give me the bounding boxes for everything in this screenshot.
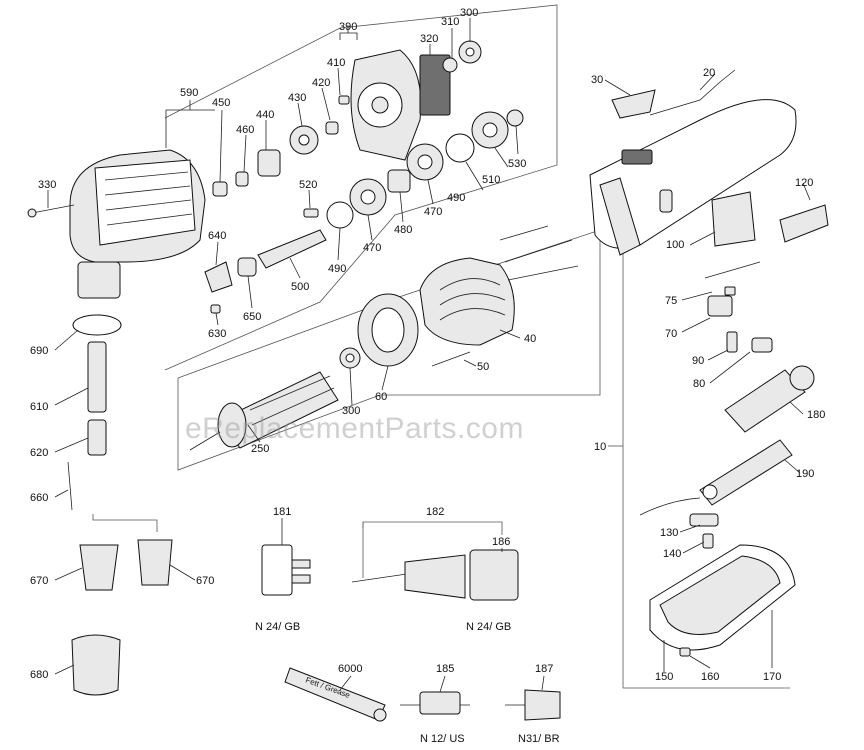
callout-150: 150 bbox=[655, 671, 673, 683]
callout-185: 185 bbox=[436, 663, 454, 675]
part-gear-head-590 bbox=[69, 149, 206, 299]
part-spindle-500 bbox=[204, 229, 327, 314]
part-fan-ring-60 bbox=[339, 293, 419, 369]
part-armature-250 bbox=[189, 371, 339, 451]
part-small-gearbox-items bbox=[212, 95, 350, 197]
callout-30: 30 bbox=[591, 74, 603, 86]
callout-650: 650 bbox=[243, 311, 261, 323]
callout-440: 440 bbox=[256, 109, 274, 121]
part-screw-330 bbox=[27, 204, 75, 218]
callout-500: 500 bbox=[291, 281, 309, 293]
callout-480: 480 bbox=[394, 224, 412, 236]
callout-20: 20 bbox=[703, 67, 715, 79]
callout-610: 610 bbox=[30, 401, 48, 413]
variant-label-n24-gb-plug: N 24/ GB bbox=[255, 621, 300, 633]
callout-490-upper: 490 bbox=[447, 192, 465, 204]
part-chuck-parts bbox=[67, 314, 173, 696]
callout-182: 182 bbox=[426, 506, 444, 518]
callout-640: 640 bbox=[208, 230, 226, 242]
callout-75: 75 bbox=[665, 295, 677, 307]
callout-80: 80 bbox=[693, 378, 705, 390]
callout-310: 310 bbox=[441, 16, 459, 28]
callout-510: 510 bbox=[482, 174, 500, 186]
part-handle-shell-150 bbox=[649, 544, 796, 657]
callout-670-left: 670 bbox=[30, 575, 48, 587]
callout-300-lower: 300 bbox=[342, 405, 360, 417]
callout-50: 50 bbox=[477, 361, 489, 373]
callout-330: 330 bbox=[38, 179, 56, 191]
callout-490-lower: 490 bbox=[328, 263, 346, 275]
callout-620: 620 bbox=[30, 447, 48, 459]
leader-lines bbox=[47, 18, 811, 693]
callout-10: 10 bbox=[594, 441, 606, 453]
part-adapters bbox=[261, 544, 561, 722]
watermark-text: eReplacementParts.com bbox=[185, 412, 524, 445]
part-motor-housing bbox=[589, 69, 797, 256]
variant-label-n24-gb-coupler: N 24/ GB bbox=[466, 621, 511, 633]
variant-labels: N 24/ GB N 24/ GB N 12/ US N31/ BR bbox=[255, 621, 560, 745]
part-gear-housing-390 bbox=[350, 49, 422, 161]
callout-100: 100 bbox=[666, 239, 684, 251]
callout-190: 190 bbox=[796, 468, 814, 480]
callout-470-lower: 470 bbox=[363, 242, 381, 254]
callout-420: 420 bbox=[312, 77, 330, 89]
callout-590: 590 bbox=[180, 87, 198, 99]
callout-70: 70 bbox=[665, 328, 677, 340]
callout-430: 430 bbox=[288, 92, 306, 104]
callout-170: 170 bbox=[763, 671, 781, 683]
callout-140: 140 bbox=[663, 548, 681, 560]
callout-530: 530 bbox=[508, 158, 526, 170]
callout-470-upper: 470 bbox=[424, 206, 442, 218]
callout-390: 390 bbox=[339, 21, 357, 33]
callout-670-right: 670 bbox=[196, 575, 214, 587]
callout-660: 660 bbox=[30, 492, 48, 504]
callout-40: 40 bbox=[524, 333, 536, 345]
part-gears-and-bearings bbox=[303, 40, 524, 229]
callout-300-top: 300 bbox=[460, 7, 478, 19]
callout-410: 410 bbox=[327, 57, 345, 69]
callout-120: 120 bbox=[795, 177, 813, 189]
callout-181: 181 bbox=[273, 506, 291, 518]
callout-60: 60 bbox=[375, 391, 387, 403]
callout-180: 180 bbox=[807, 409, 825, 421]
callout-187: 187 bbox=[535, 663, 553, 675]
part-cord-plug-180-190 bbox=[639, 365, 815, 549]
callout-680: 680 bbox=[30, 669, 48, 681]
callout-250: 250 bbox=[251, 443, 269, 455]
variant-label-n31-br: N31/ BR bbox=[518, 733, 560, 745]
callout-6000: 6000 bbox=[338, 663, 362, 675]
callout-320: 320 bbox=[420, 33, 438, 45]
callout-labels: 20 30 120 100 75 70 90 80 180 10 190 130… bbox=[30, 7, 825, 683]
variant-label-n12-us: N 12/ US bbox=[420, 733, 465, 745]
callout-520: 520 bbox=[299, 179, 317, 191]
callout-690: 690 bbox=[30, 345, 48, 357]
callout-630: 630 bbox=[208, 328, 226, 340]
callout-450: 450 bbox=[212, 97, 230, 109]
part-stator-40 bbox=[419, 225, 579, 367]
callout-460: 460 bbox=[236, 124, 254, 136]
callout-130: 130 bbox=[660, 527, 678, 539]
callout-186: 186 bbox=[492, 536, 510, 548]
callout-160: 160 bbox=[701, 671, 719, 683]
part-switch-assembly bbox=[704, 191, 829, 353]
callout-90: 90 bbox=[692, 355, 704, 367]
